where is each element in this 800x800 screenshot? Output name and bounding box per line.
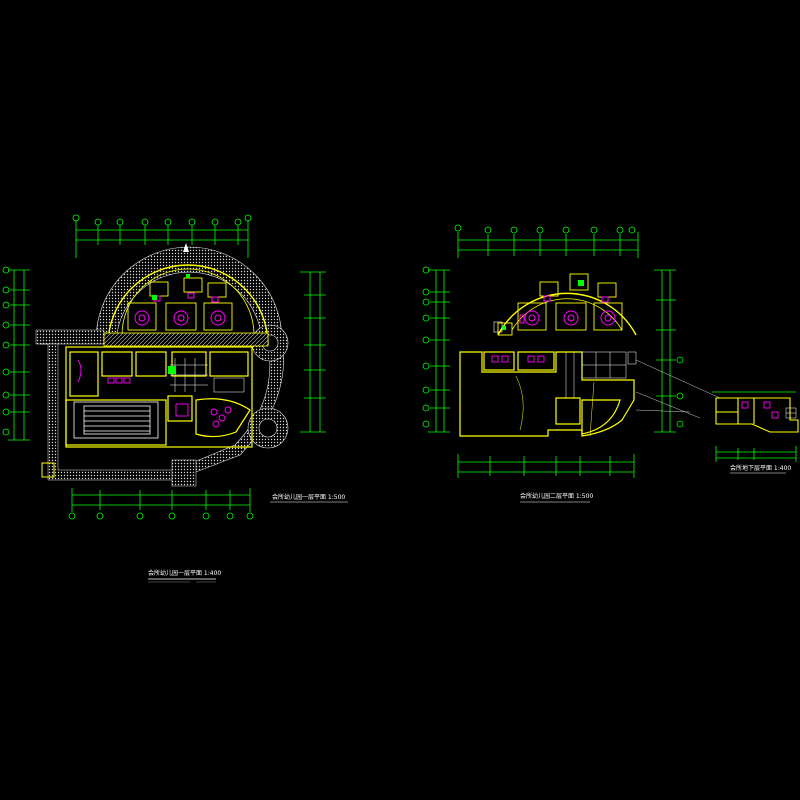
plan-1-classrooms bbox=[127, 277, 233, 331]
plan-2-grid bbox=[515, 351, 637, 437]
plan-3-dimensions bbox=[712, 391, 797, 462]
site-plan-title: 会所幼儿园一层平面 1:400 bbox=[148, 569, 221, 577]
plan-2-second-floor: 会所幼儿园二层平面 1:500 bbox=[422, 224, 684, 503]
plan-1-semicircle-wall bbox=[107, 264, 269, 346]
plan-1-bottom-dimensions bbox=[68, 488, 254, 520]
plan-2-furniture bbox=[491, 355, 545, 363]
plan-1-top-dimensions bbox=[72, 214, 252, 258]
plan-2-right-dimensions bbox=[654, 269, 684, 433]
plan-1-classroom-fixtures bbox=[134, 292, 226, 326]
plan-3-title: 会所地下层平面 1:400 bbox=[730, 464, 791, 472]
plan-2-classrooms bbox=[497, 273, 623, 336]
plan-2-top-dimensions bbox=[454, 224, 639, 258]
plan-2-semicircle-wall bbox=[497, 292, 637, 336]
plan-1-corner-marker bbox=[41, 462, 55, 478]
plan-2-title: 会所幼儿园二层平面 1:500 bbox=[520, 492, 593, 500]
plan-1-interior bbox=[170, 358, 245, 393]
plan-3-basement: 会所地下层平面 1:400 bbox=[712, 391, 799, 474]
plan-1-inner-arc bbox=[121, 268, 255, 336]
plan-1-corridor bbox=[103, 332, 269, 347]
plan-2-main-walls bbox=[459, 351, 635, 437]
plan-connector-lines bbox=[635, 359, 721, 419]
plan-2-classroom-fixtures bbox=[519, 295, 616, 326]
plan-2-left-wing bbox=[493, 321, 503, 333]
plan-2-green-fixtures bbox=[502, 280, 584, 330]
plan-3-grid bbox=[785, 407, 797, 419]
plan-1-site-border bbox=[40, 343, 181, 481]
plan-1-first-floor: 会所幼儿园一层平面 1:500 bbox=[2, 214, 348, 520]
plan-2-bottom-dimensions bbox=[457, 454, 635, 478]
plan-1-furniture bbox=[77, 359, 232, 428]
site-caption: 会所幼儿园一层平面 1:400 bbox=[148, 569, 221, 583]
plan-1-entry-column bbox=[171, 459, 197, 487]
plan-1-left-dimensions bbox=[2, 266, 30, 441]
plan-1-left-walkway bbox=[35, 329, 105, 345]
plan-1-pavilion-bottom-inner bbox=[258, 418, 278, 438]
plan-2-left-dimensions bbox=[422, 266, 450, 433]
plan-1-pool bbox=[73, 401, 159, 439]
plan-3-fixtures bbox=[741, 401, 779, 419]
plan-1-north-arrow bbox=[183, 243, 189, 252]
plan-1-main-walls bbox=[65, 346, 253, 448]
plan-1-title: 会所幼儿园一层平面 1:500 bbox=[272, 493, 345, 501]
plan-1-green-fixtures bbox=[152, 274, 190, 374]
plan-1-right-dimensions bbox=[300, 271, 326, 433]
plan-3-walls bbox=[715, 397, 799, 433]
